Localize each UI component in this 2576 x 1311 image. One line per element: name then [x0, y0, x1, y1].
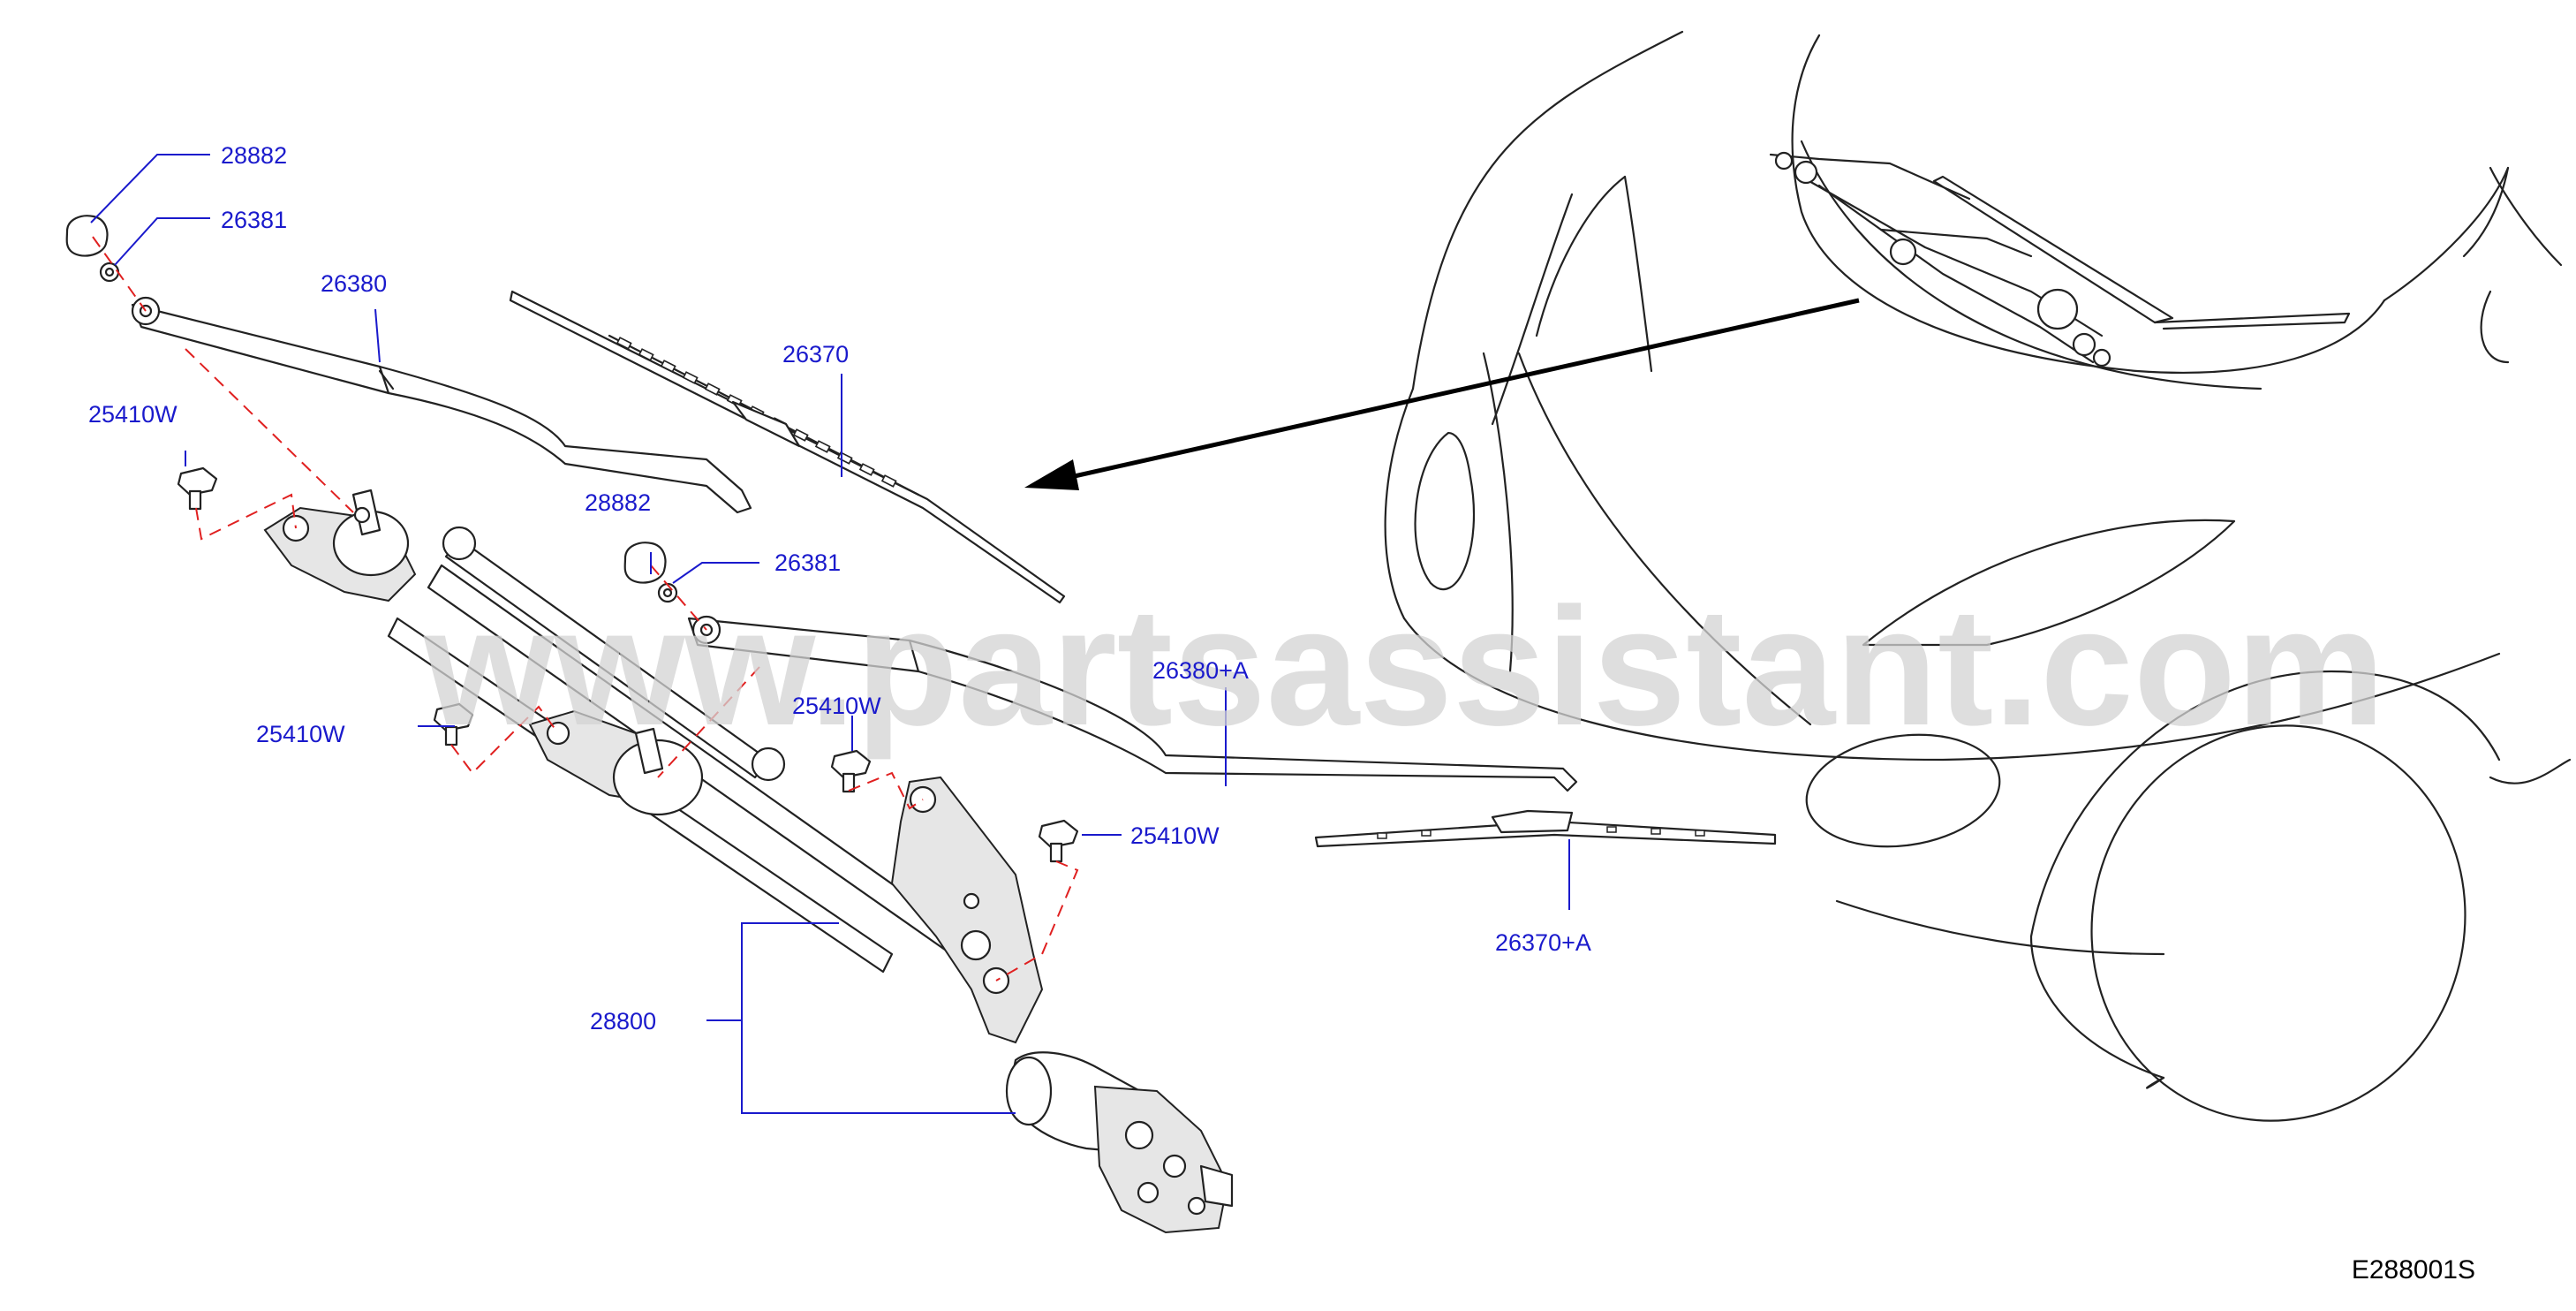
wiper-linkage	[263, 489, 1044, 1044]
bolt-center	[830, 749, 872, 793]
label-bolt-left-top: 25410W	[88, 401, 178, 428]
label-cap-top: 28882	[221, 142, 287, 169]
wiper-blade-right	[1314, 809, 1777, 848]
label-motor-linkage: 28800	[590, 1008, 656, 1034]
cap-top-part	[65, 215, 109, 257]
label-nut-mid: 26381	[774, 549, 841, 576]
label-arm-left: 26380	[321, 270, 387, 297]
label-cap-mid: 28882	[585, 489, 651, 516]
leader-lines	[90, 154, 1570, 1114]
callout-arrow	[1024, 298, 1860, 490]
assembly-alignment-lines	[92, 236, 1079, 981]
label-bolt-right: 25410W	[1130, 822, 1220, 849]
watermark-text: www.partsassistant.com	[423, 573, 2385, 761]
label-nut-top: 26381	[221, 207, 287, 233]
cap-mid-part	[623, 542, 667, 584]
bolt-left-top	[177, 466, 218, 511]
installed-wiper-linkage	[1769, 151, 2351, 368]
wiper-motor	[1005, 1051, 1234, 1234]
label-bolt-center: 25410W	[792, 693, 881, 719]
wiper-blade-left	[509, 290, 1066, 604]
wiper-arm-left	[131, 296, 752, 514]
label-blade-left: 26370	[782, 341, 849, 368]
diagram-code: E288001S	[2352, 1255, 2475, 1284]
car-body-illustration	[1384, 30, 2572, 1122]
nut-top-part	[99, 261, 120, 283]
bolt-right	[1038, 819, 1079, 863]
label-arm-right: 26380+A	[1152, 657, 1249, 684]
label-blade-right: 26370+A	[1495, 929, 1591, 956]
label-bolt-left-bottom: 25410W	[256, 721, 345, 747]
